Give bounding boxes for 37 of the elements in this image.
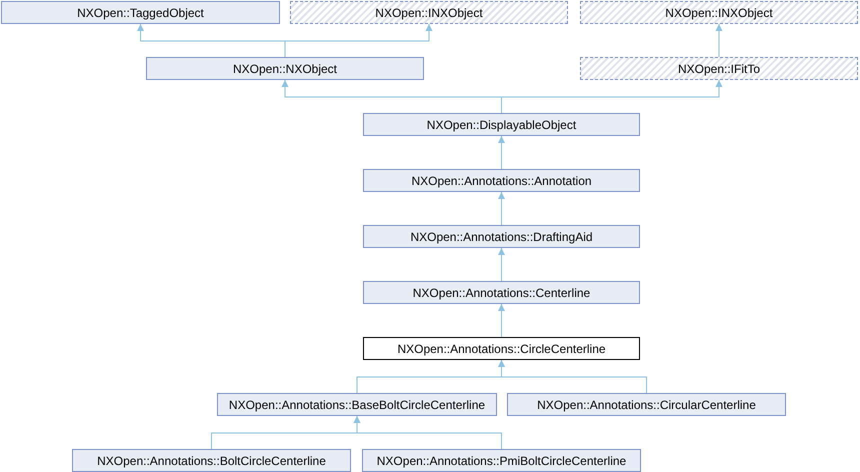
- class-box: [507, 393, 786, 416]
- interface-class-box: [580, 1, 858, 24]
- class-box: [363, 281, 640, 304]
- inheritance-arrow: [284, 24, 432, 58]
- class-name: NXOpen::INXObject: [665, 6, 773, 20]
- class-name: NXOpen::Annotations::Annotation: [411, 174, 592, 188]
- class-name: NXOpen::Annotations::DraftingAid: [410, 230, 593, 244]
- interface-class-box: [290, 1, 568, 24]
- class-box: [217, 393, 497, 416]
- class-name: NXOpen::IFitTo: [678, 62, 760, 76]
- class-name: NXOpen::INXObject: [375, 6, 483, 20]
- class-name: NXOpen::Annotations::CircleCenterline: [397, 342, 606, 356]
- class-name: NXOpen::Annotations::BaseBoltCircleCenterline: [228, 398, 486, 412]
- class-box: [362, 449, 641, 472]
- class-box: [363, 225, 640, 248]
- inheritance-arrow: [498, 192, 505, 226]
- class-box: [363, 337, 640, 360]
- class-name: NXOpen::NXObject: [232, 62, 338, 76]
- class-box: [363, 169, 640, 192]
- inheritance-arrow: [498, 360, 647, 394]
- class-name: NXOpen::TaggedObject: [77, 6, 204, 20]
- inheritance-arrow: [498, 136, 505, 170]
- inheritance-arrow: [501, 80, 722, 114]
- class-name: NXOpen::Annotations::CircularCenterline: [537, 398, 756, 412]
- inheritance-arrow: [498, 304, 505, 338]
- class-box: [146, 57, 424, 80]
- class-name: NXOpen::DisplayableObject: [426, 118, 576, 132]
- class-box: [1, 1, 280, 24]
- class-box: [72, 449, 351, 472]
- inheritance-arrow: [716, 24, 722, 58]
- inheritance-arrow: [354, 416, 502, 450]
- interface-class-box: [580, 57, 858, 80]
- inheritance-arrow: [498, 248, 505, 282]
- class-name: NXOpen::Annotations::PmiBoltCircleCenterline: [376, 454, 626, 468]
- class-name: NXOpen::Annotations::Centerline: [412, 286, 590, 300]
- class-box: [363, 113, 640, 136]
- class-name: NXOpen::Annotations::BoltCircleCenterline: [97, 454, 326, 468]
